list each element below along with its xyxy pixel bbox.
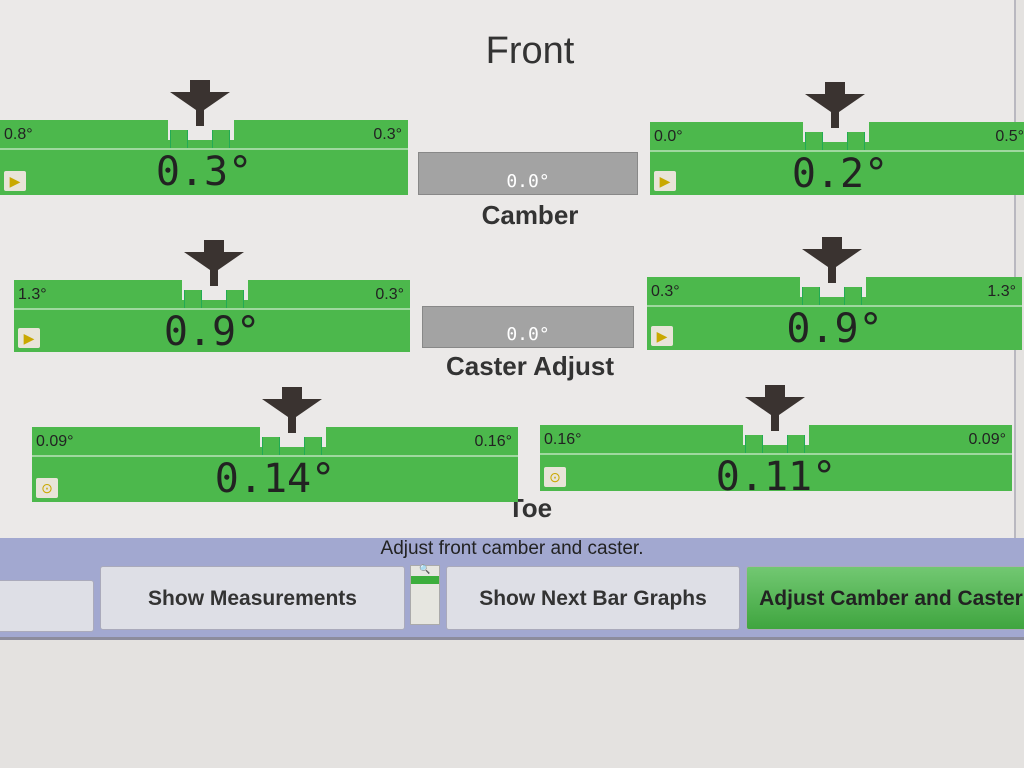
max-tolerance: 0.5° — [995, 128, 1024, 145]
toe-left-gauge: 0.09° 0.16° 0.14° ⊙ — [32, 387, 518, 502]
pointer-arrow-icon — [745, 385, 805, 431]
pointer-arrow-icon — [805, 82, 865, 128]
min-tolerance: 0.09° — [36, 433, 74, 450]
notch-step — [184, 290, 202, 308]
cross-camber-value: 0.0° — [506, 171, 550, 192]
caster-left-gauge: 1.3° 0.3° 0.9° ▶ — [14, 240, 410, 355]
pointer-arrow-icon — [802, 237, 862, 283]
min-tolerance: 0.0° — [654, 128, 683, 145]
page-title: Front — [485, 30, 575, 72]
notch-step — [745, 435, 763, 453]
camber-right-gauge: 0.0° 0.5° 0.2° ▶ — [650, 82, 1024, 197]
value-bar — [647, 305, 1022, 350]
notch-step — [847, 132, 865, 150]
max-tolerance: 0.3° — [375, 286, 404, 303]
adjust-camber-caster-button[interactable]: Adjust Camber and Caster — [746, 566, 1024, 630]
value-bar — [14, 308, 410, 352]
notch-step — [262, 437, 280, 455]
wheel-side-icon: ▶ — [18, 328, 40, 348]
notch-step — [805, 132, 823, 150]
wheel-side-icon: ▶ — [651, 326, 673, 346]
pointer-arrow-icon — [262, 387, 322, 433]
notch-step — [802, 287, 820, 305]
scroll-thumb[interactable] — [411, 576, 439, 584]
measured-value: 0.3° — [155, 149, 253, 195]
cross-caster-gauge: 0.0° — [422, 306, 634, 348]
value-bar — [540, 453, 1012, 491]
show-next-bar-graphs-button[interactable]: Show Next Bar Graphs — [446, 566, 740, 630]
camber-left-gauge: 0.8° 0.3° 0.3° ▶ — [0, 80, 408, 195]
toe-right-gauge: 0.16° 0.09° 0.11° ⊙ — [540, 385, 1012, 499]
status-message: Adjust front camber and caster. — [0, 538, 1024, 564]
min-tolerance: 1.3° — [18, 286, 47, 303]
notch-step — [844, 287, 862, 305]
value-bar — [32, 455, 518, 502]
blank-button[interactable] — [0, 580, 94, 632]
min-tolerance: 0.8° — [4, 126, 33, 143]
pointer-arrow-icon — [184, 240, 244, 286]
max-tolerance: 0.3° — [373, 126, 402, 143]
scrollbar[interactable]: 🔍 — [410, 564, 440, 625]
value-bar — [650, 150, 1024, 195]
notch-step — [226, 290, 244, 308]
button-bar: Show Measurements Show Next Bar Graphs A… — [0, 560, 1024, 640]
caster-label: Caster Adjust — [445, 351, 615, 381]
notch-step — [304, 437, 322, 455]
value-bar — [0, 148, 408, 195]
caster-right-gauge: 0.3° 1.3° 0.9° ▶ — [647, 237, 1022, 352]
steering-wheel-icon: ⊙ — [544, 467, 566, 487]
pointer-arrow-icon — [170, 80, 230, 126]
min-tolerance: 0.16° — [544, 431, 582, 448]
wheel-side-icon: ▶ — [4, 171, 26, 191]
measured-value: 0.2° — [791, 151, 889, 197]
max-tolerance: 1.3° — [987, 283, 1016, 300]
measured-value: 0.9° — [163, 309, 261, 355]
cross-camber-gauge: 0.0° — [418, 152, 638, 195]
zoom-icon: 🔍 — [419, 564, 431, 574]
notch-step — [170, 130, 188, 148]
steering-wheel-icon: ⊙ — [36, 478, 58, 498]
show-measurements-button[interactable]: Show Measurements — [100, 566, 405, 630]
max-tolerance: 0.09° — [968, 431, 1006, 448]
notch-step — [787, 435, 805, 453]
measured-value: 0.9° — [786, 306, 883, 352]
measured-value: 0.11° — [715, 454, 837, 500]
cross-caster-value: 0.0° — [506, 324, 550, 345]
min-tolerance: 0.3° — [651, 283, 680, 300]
max-tolerance: 0.16° — [474, 433, 512, 450]
camber-label: Camber — [481, 200, 579, 230]
wheel-side-icon: ▶ — [654, 171, 676, 191]
notch-step — [212, 130, 230, 148]
measured-value: 0.14° — [214, 456, 336, 502]
